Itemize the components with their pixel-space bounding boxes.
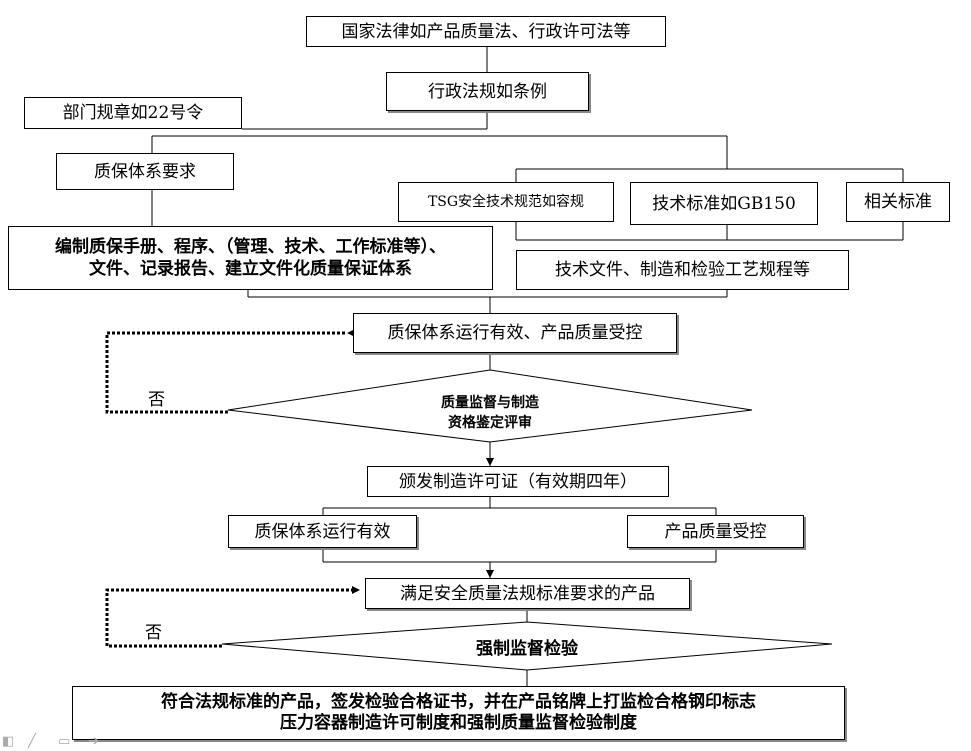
screen-icon[interactable]: ▭ [58, 734, 71, 749]
decision1-line1: 质量监督与制造 [441, 395, 539, 411]
related-standard-label: 相关标准 [864, 192, 932, 212]
final-result-box: 符合法规标准的产品，签发检验合格证书，并在产品铭牌上打监检合格钢印标志 压力容器… [72, 686, 845, 740]
admin-regulation-label: 行政法规如条例 [428, 81, 547, 102]
decision-diamond-1 [227, 369, 753, 443]
no-label-1: 否 [148, 390, 165, 410]
compile-docs-box: 编制质保手册、程序、（管理、技术、工作标准等）、 文件、记录报告、建立文件化质量… [8, 226, 493, 290]
compile-docs-line1: 编制质保手册、程序、（管理、技术、工作标准等）、 [55, 237, 446, 257]
national-law-box: 国家法律如产品质量法、行政许可法等 [306, 16, 666, 47]
tsg-label: TSG安全技术规范如容规 [427, 194, 585, 210]
qa-requirement-box: 质保体系要求 [56, 153, 234, 190]
next-icon[interactable]: ➔ [88, 734, 99, 749]
qa-effective-box: 质保体系运行有效 [228, 515, 417, 548]
meets-requirements-label: 满足安全质量法规标准要求的产品 [400, 583, 655, 604]
final-line2: 压力容器制造许可制度和强制质量监督检验制度 [280, 713, 637, 733]
related-standard-box: 相关标准 [846, 182, 950, 222]
tsg-box: TSG安全技术规范如容规 [398, 182, 614, 222]
decision1-text: 质量监督与制造 资格鉴定评审 [410, 393, 570, 433]
meets-requirements-box: 满足安全质量法规标准要求的产品 [365, 578, 690, 609]
qa-requirement-label: 质保体系要求 [94, 161, 196, 182]
tech-docs-box: 技术文件、制造和检验工艺规程等 [516, 250, 849, 290]
no-label-2: 否 [145, 623, 162, 643]
admin-regulation-box: 行政法规如条例 [386, 72, 589, 111]
tech-standard-box: 技术标准如GB150 [630, 182, 818, 225]
qa-effective-quality-label: 质保体系运行有效、产品质量受控 [387, 323, 643, 343]
tech-docs-label: 技术文件、制造和检验工艺规程等 [555, 260, 810, 280]
dept-rule-label: 部门规章如22号令 [62, 103, 204, 123]
tech-standard-label: 技术标准如GB150 [652, 193, 796, 214]
decision2-text: 强制监督检验 [476, 639, 578, 659]
national-law-label: 国家法律如产品质量法、行政许可法等 [341, 21, 631, 42]
dept-rule-box: 部门规章如22号令 [24, 97, 242, 129]
pen-icon[interactable]: ╱ [28, 734, 36, 749]
slide-icon[interactable]: ◧ [2, 734, 15, 749]
quality-controlled-box: 产品质量受控 [627, 515, 804, 548]
issue-license-label: 颁发制造许可证（有效期四年） [399, 471, 637, 492]
issue-license-box: 颁发制造许可证（有效期四年） [367, 466, 669, 497]
decision1-line2: 资格鉴定评审 [448, 415, 532, 431]
qa-effective-quality-box: 质保体系运行有效、产品质量受控 [353, 313, 677, 353]
final-line1: 符合法规标准的产品，签发检验合格证书，并在产品铭牌上打监检合格钢印标志 [161, 692, 756, 712]
quality-controlled-label: 产品质量受控 [664, 521, 767, 542]
compile-docs-line2: 文件、记录报告、建立文件化质量保证体系 [89, 259, 412, 279]
qa-effective-label: 质保体系运行有效 [254, 521, 391, 542]
decision-diamond-2 [221, 621, 833, 671]
